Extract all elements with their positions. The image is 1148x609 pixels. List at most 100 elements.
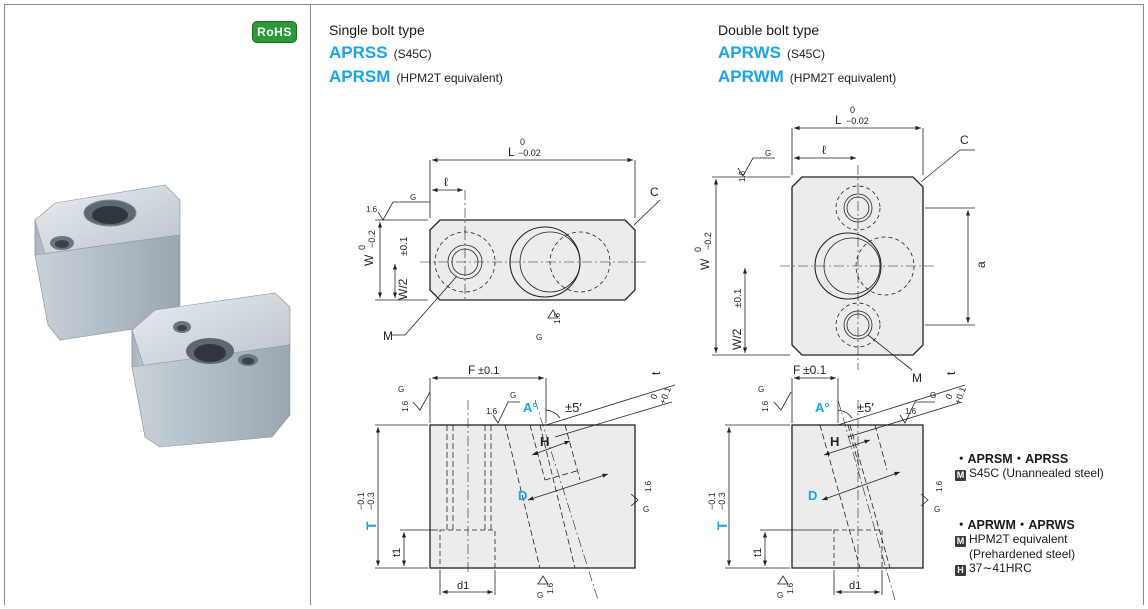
d-label-L-low: −0.02 [846,116,869,126]
s-rough-6: 1.6 [546,582,555,594]
catalog-frame [4,4,1144,605]
s-label-L-up: 0 [520,137,525,147]
s-label-d1: d1 [457,580,469,592]
m-mark-icon: M [955,536,966,547]
s-label-W-up: 0 [357,245,367,250]
s-label-A-tol: ±5′ [565,400,582,415]
column-divider [310,4,311,605]
d-label-t: t [944,371,958,375]
mat-aprss: (S45C) [393,47,432,61]
d-label-W-up: 0 [693,247,703,252]
d-label-D: D [808,488,817,503]
s-label-T-low: −0.3 [366,492,376,510]
s-rough-3: 1.6 [401,400,410,412]
s-label-H: H [540,434,549,449]
code-aprws: APRWS [718,43,781,62]
s-label-M: M [383,329,393,343]
d-label-W2-tol: ±0.1 [733,288,744,308]
d-G-1: G [765,149,771,158]
d-label-t1: t1 [752,548,764,557]
d-label-a: a [974,261,988,268]
code-aprsm: APRSM [329,67,391,86]
single-front-view [375,375,676,601]
d-label-L-up: 0 [850,105,855,115]
note2-line1: HPM2T equivalent [969,532,1068,546]
d-label-W-low: −0.2 [703,232,713,250]
double-top-view [712,125,975,371]
s-label-L-low: −0.02 [518,148,541,158]
block-front [131,292,291,448]
d-label-C: C [960,133,969,147]
s-label-t1: t1 [391,548,403,557]
d-label-W: W [698,258,712,270]
note1-title: APRSM・APRSS [967,452,1069,466]
d-rough-4: 1.6 [905,407,917,416]
s-rough-1: 1.6 [366,205,378,214]
s-label-T: T [363,521,379,530]
d-label-T-up: −0.1 [707,492,717,510]
s-G-6: G [537,591,543,600]
d-label-M: M [912,371,922,385]
code-aprss: APRSS [329,43,388,62]
d-G-3: G [758,385,764,394]
s-G-3: G [398,385,404,394]
double-bolt-title: Double bolt type [718,22,820,38]
s-G-5: G [643,505,649,514]
d-label-T-low: −0.3 [717,492,727,510]
d-G-6: G [777,591,783,600]
rohs-badge: RoHS [253,22,296,42]
d-label-W2: W/2 [730,328,744,350]
s-G-1: G [410,193,416,202]
s-label-t: t [649,371,663,375]
double-front-view [725,375,966,601]
d-label-t-low: 0 [943,393,954,401]
d-rough-3: 1.6 [761,400,770,412]
d-label-H: H [830,434,839,449]
s-rough-4: 1.6 [486,407,498,416]
block-back [34,184,181,341]
m-mark-icon: M [955,470,966,481]
s-label-D: D [518,488,527,503]
code-aprwm: APRWM [718,67,784,86]
d-label-d1: d1 [849,580,861,592]
single-top-view [375,157,661,336]
s-G-2: G [536,333,542,342]
d-label-L: L [835,113,842,127]
s-label-F: F [468,363,475,377]
s-label-T-up: −0.1 [356,492,366,510]
s-label-W-low: −0.2 [367,230,377,248]
s-rough-2: 1.6 [553,312,562,324]
d-rough-6: 1.6 [786,582,795,594]
h-mark-icon: H [955,565,966,576]
s-label-W2: W/2 [396,278,410,300]
s-label-ell: ℓ [444,175,448,189]
d-label-A: A° [815,400,830,415]
d-rough-5: 1.6 [935,480,944,492]
s-label-W2-tol: ±0.1 [399,236,410,256]
product-photo [34,184,291,448]
s-label-t-low: 0 [648,393,659,401]
single-bolt-title: Single bolt type [329,22,425,38]
d-label-F: F [793,363,800,377]
s-label-L: L [508,145,515,159]
note1-line: S45C (Unannealed steel) [969,466,1104,480]
d-label-T: T [714,521,730,530]
d-rough-1: 1.6 [738,170,747,182]
s-label-A: A° [523,400,538,415]
s-G-4: G [510,391,516,400]
d-G-5: G [934,505,940,514]
note2-line2: (Prehardened steel) [969,547,1076,561]
mat-aprsm: (HPM2T equivalent) [396,71,503,85]
mat-aprws: (S45C) [786,47,825,61]
s-rough-5: 1.6 [644,480,653,492]
mat-aprwm: (HPM2T equivalent) [789,71,897,85]
note2-title: APRWM・APRWS [967,518,1075,532]
d-label-ell: ℓ [822,143,826,157]
d-G-4: G [930,391,936,400]
s-label-W: W [362,254,376,266]
d-label-F-tol: ±0.1 [803,363,827,377]
d-label-A-tol: ±5′ [857,400,874,415]
